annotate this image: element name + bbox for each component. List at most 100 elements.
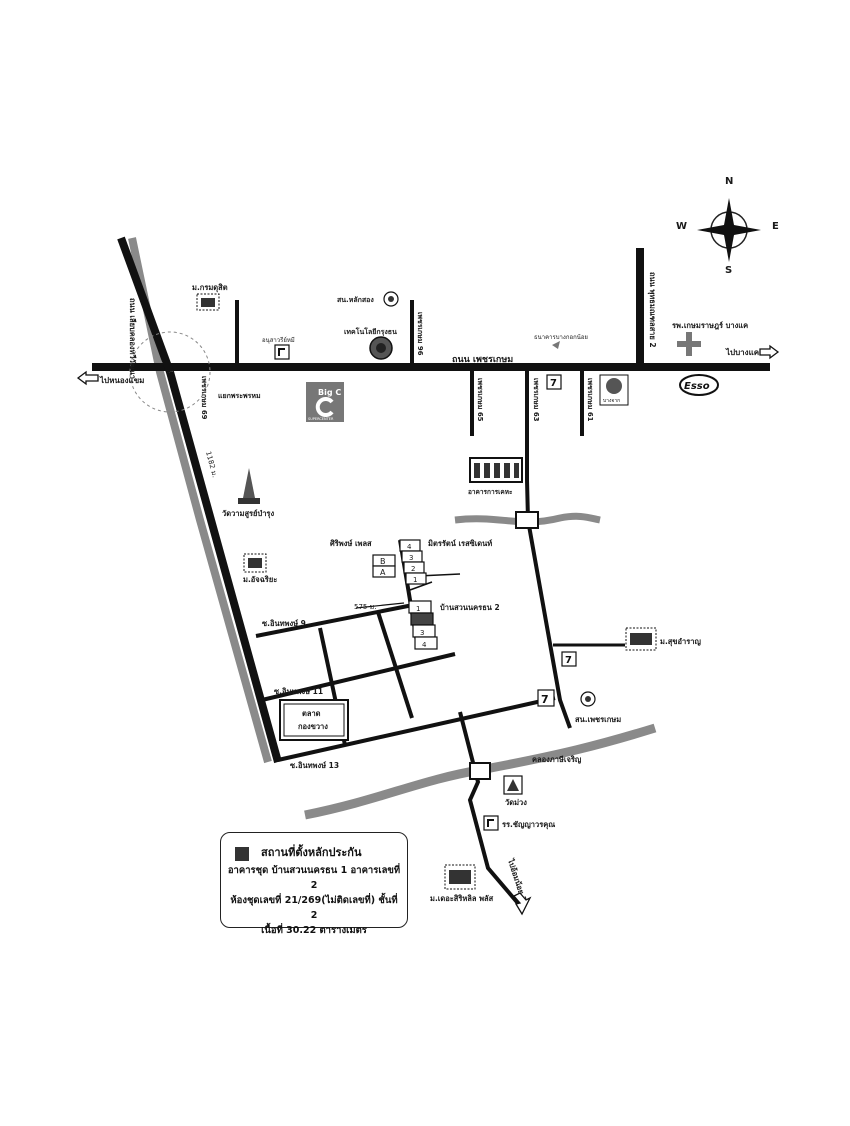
svg-text:7: 7 (565, 655, 572, 666)
market-label: ตลาด (302, 709, 321, 718)
soi-69-label: เพชรเกษม 69 (200, 376, 208, 420)
soi-63-label: เพชรเกษม 63 (532, 378, 540, 422)
monument-label: อนุสาวรีย์หมี (262, 336, 295, 344)
svg-text:7: 7 (550, 378, 557, 389)
building-1-label: 1 (413, 576, 417, 584)
temple-bottom-label: วัดม่วง (505, 798, 527, 807)
building-b-label: B (380, 557, 386, 566)
building-lower-3-label: 3 (420, 629, 424, 637)
compass-icon (697, 198, 761, 262)
right-vertical-road-label: ถนน พุทธมณฑลสาย 2 (648, 272, 657, 348)
bigc-logo-icon: Big C SUPERCENTER (306, 382, 344, 422)
bangchak-icon: บางจาก (599, 374, 629, 406)
building-lower-4 (414, 636, 438, 650)
label-to-nongkhaem: ไปหนองแขม (99, 375, 144, 385)
legend-swatch (235, 847, 249, 861)
seven-eleven-icon-3: 7 (537, 689, 555, 707)
target-building-2 (410, 612, 434, 626)
market-label-2: กองขวาง (298, 722, 328, 731)
police-icon (383, 291, 399, 307)
school-bottom-label: รร.ชัญญาวรคุณ (502, 820, 555, 829)
bank-icon (552, 341, 560, 349)
soi-road (255, 603, 414, 638)
school-bottom2-icon (444, 864, 476, 890)
distance-label: 575 ม. (354, 603, 376, 611)
monument-icon (274, 344, 290, 360)
baan-suan-label: บ้านสวนนครธน 2 (440, 603, 500, 612)
hospital-cross-icon (677, 332, 701, 356)
market-box (279, 699, 349, 741)
soi-road (376, 611, 414, 719)
tech-school-icon (369, 336, 393, 360)
compass-s: S (725, 265, 732, 276)
esso-logo-icon: Esso (679, 374, 719, 396)
mitr-label: มิตรรัตน์ เรสซิเดนท์ (428, 539, 492, 548)
bridge-icon (469, 762, 491, 780)
soi-11-label: ซ.อินทพงษ์ 11 (274, 687, 323, 696)
temple-label: วัดวามสูรย์บำรุง (222, 509, 274, 519)
legend-box: สถานที่ตั้งหลักประกัน อาคารชุด บ้านสวนนค… (220, 832, 408, 936)
office-building-icon (469, 457, 523, 483)
legend-line-3: เนื้อที่ 30.22 ตารางเมตร (261, 925, 367, 936)
school-right-label: ม.สุขอำราญ (660, 637, 701, 646)
soi-road (261, 652, 456, 702)
soi-road (277, 696, 556, 762)
school-left-icon (243, 553, 267, 573)
bank-label: ธนาคารบางกอกน้อย (534, 334, 588, 341)
building-lower-4-label: 4 (422, 641, 427, 649)
soi-96-label: เพชรเกษม 96 (416, 312, 424, 356)
seven-eleven-icon: 7 (546, 374, 562, 390)
building-3-label: 3 (409, 554, 413, 562)
school-icon (196, 293, 220, 311)
esso-text: Esso (684, 381, 710, 392)
police-right-icon (580, 691, 596, 707)
school-top-label: ม.กรมดุสิต (192, 283, 228, 292)
arrow-right-icon (759, 344, 780, 360)
police-right-label: สน.เพชรเกษม (575, 715, 621, 724)
office-label: อาคารการเคหะ (468, 488, 513, 496)
building-a (372, 565, 396, 578)
school-bottom-icon (483, 815, 499, 831)
compass-n: N (725, 176, 733, 187)
soi-9-label: ซ.อินทพงษ์ 9 (262, 619, 306, 628)
arrow-down-icon (512, 892, 532, 916)
school-bottom2-label: ม.เดอะสิริหลิล พลัส (430, 894, 494, 903)
label-to-bangkhae: ไปบางแค (725, 347, 759, 357)
pointer-line (409, 581, 433, 591)
legend-line-1: อาคารชุด บ้านสวนนครธน 1 อาคารเลขที่ 2 (227, 865, 401, 891)
compass-e: E (772, 221, 779, 232)
soi-61-label: เพชรเกษม 61 (586, 378, 594, 422)
road-1182-label: 1182 ม. (204, 450, 219, 478)
building-a-label: A (380, 568, 386, 577)
police-label: สน.หลักสอง (337, 296, 374, 304)
building-1 (405, 572, 427, 585)
left-vertical-road-label: ถนน เลียบคลองทวีวัฒนา (128, 298, 137, 379)
siriwong-label: ศิริพงษ์ เพลส (330, 539, 372, 548)
seven-eleven-icon-2: 7 (561, 651, 577, 667)
roundabout-label: แยกพระพรหม (218, 392, 261, 400)
arrow-left-icon (76, 370, 99, 386)
school-left-label: ม.อัจฉริยะ (243, 575, 277, 584)
school-right-icon (625, 627, 657, 651)
canal-middle (454, 512, 601, 526)
left-vertical-road (117, 236, 174, 374)
svg-text:7: 7 (541, 693, 549, 706)
pagoda-icon (238, 468, 260, 504)
tech-school-label: เทคโนโลยีกรุงธน (344, 327, 397, 336)
soi-13-label: ซ.อินทพงษ์ 13 (290, 761, 339, 770)
building-4-label: 4 (407, 543, 412, 551)
building-2-label: 2 (411, 565, 415, 573)
hospital-label: รพ.เกษมราษฎร์ บางแค (672, 321, 748, 330)
bigc-logo-text: Big C (318, 388, 341, 397)
legend-title: สถานที่ตั้งหลักประกัน (261, 846, 362, 859)
compass-w: W (676, 221, 687, 232)
canal-label: คลองภาษีเจริญ (532, 755, 582, 764)
roundabout-circle (129, 331, 211, 413)
bridge-icon (515, 511, 539, 529)
south-road (458, 711, 524, 910)
bigc-sub-text: SUPERCENTER (308, 417, 334, 421)
bangchak-text: บางจาก (603, 398, 620, 404)
legend-line-2: ห้องชุดเลขที่ 21/269(ไม่ติดเลขที่) ชั้นท… (230, 895, 398, 921)
building-lower-1-label: 1 (416, 605, 420, 613)
